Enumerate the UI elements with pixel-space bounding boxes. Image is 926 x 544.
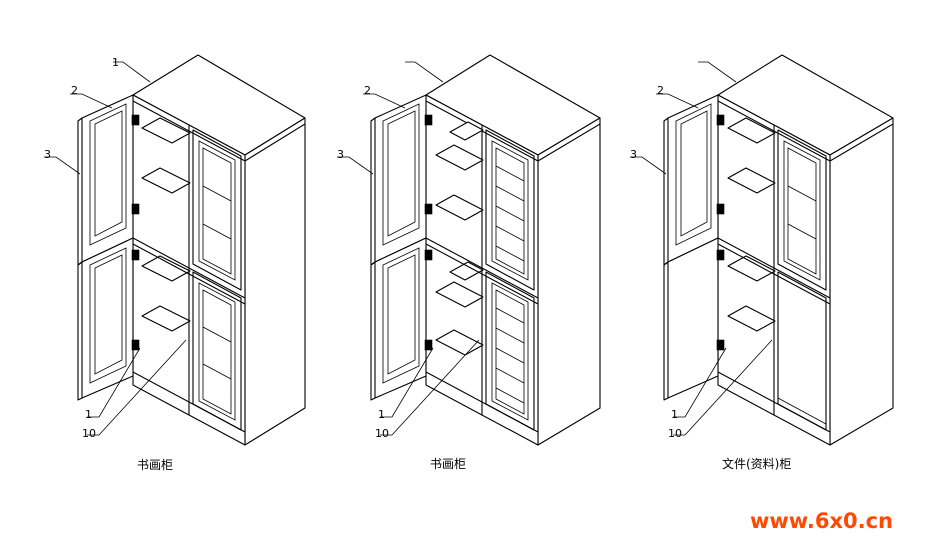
hinges-c [716, 114, 725, 351]
callout-3-b: 3 [337, 148, 344, 161]
caption-c: 文件(资料)柜 [722, 456, 791, 471]
callout-2: 2 [71, 84, 78, 97]
watermark: www.6x0.cn [750, 509, 893, 533]
cabinet-a: 1 2 3 1 10 书画柜 [44, 54, 306, 472]
callout-2-c: 2 [657, 84, 664, 97]
callout-1-bottom: 1 [85, 408, 92, 421]
glass-doors-right [192, 129, 242, 431]
leaders-a [44, 61, 187, 436]
open-doors-left-b [370, 94, 427, 401]
shelves-left-c [727, 117, 776, 332]
shelves-left [141, 117, 191, 332]
leaders-b [337, 61, 480, 436]
callout-10: 10 [82, 427, 96, 440]
callout-10-b: 10 [375, 427, 389, 440]
glass-doors-right-b [485, 129, 535, 431]
callout-2-b: 2 [364, 84, 371, 97]
open-doors-left [77, 94, 134, 401]
callout-1-bottom-b: 1 [378, 408, 385, 421]
hinges-a [131, 114, 140, 351]
cabinet-b: 2 3 1 10 书画柜 [337, 54, 601, 471]
caption-b: 书画柜 [430, 457, 466, 471]
open-doors-left-c [663, 94, 719, 401]
leaders-c [630, 61, 773, 436]
hinges-b [424, 114, 433, 351]
callout-3-c: 3 [630, 148, 637, 161]
callout-3: 3 [44, 148, 51, 161]
caption-a: 书画柜 [137, 458, 173, 472]
doors-right-c [777, 129, 827, 431]
callout-1-top: 1 [112, 56, 119, 69]
callout-1-bottom-c: 1 [671, 408, 678, 421]
callout-10-c: 10 [668, 427, 682, 440]
cabinet-c: 2 3 1 10 文件(资料)柜 [630, 54, 894, 471]
